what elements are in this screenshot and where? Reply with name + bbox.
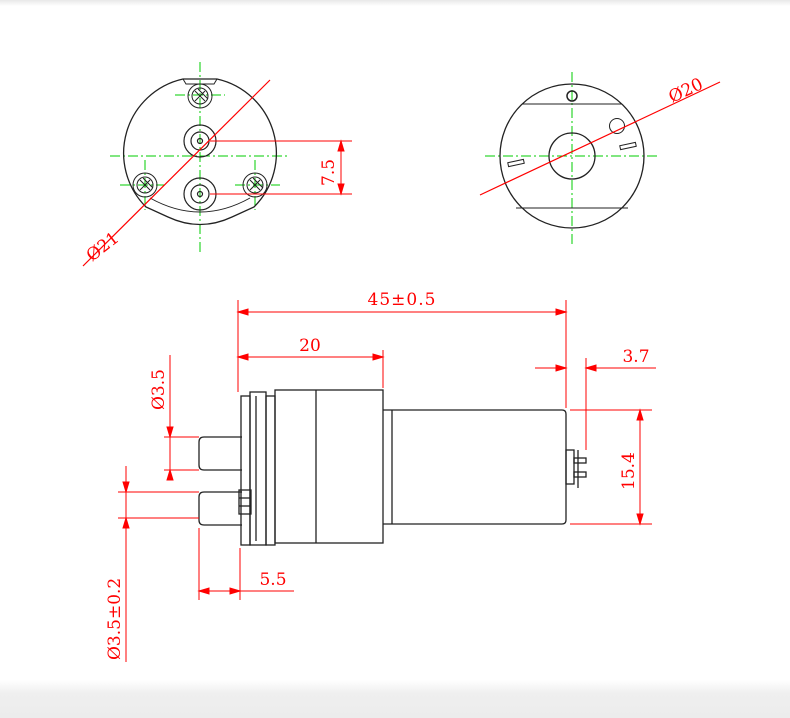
screw-head-side [238, 489, 252, 515]
pump-head-length-label: 20 [299, 336, 321, 356]
screw-icon [242, 172, 268, 198]
motor-terminals [565, 449, 587, 488]
rear-terminal-left [507, 158, 525, 168]
port-spacing-dimension [210, 139, 352, 196]
port-spacing-label: 7.5 [319, 159, 339, 186]
upper-nozzle [198, 436, 242, 471]
pump-plate-2 [265, 395, 276, 546]
pump-plate [249, 391, 267, 546]
rear-diameter-leader [479, 81, 721, 196]
side-view [198, 389, 587, 546]
port-diameter-label: Ø3.5 [149, 369, 169, 410]
lower-nozzle [198, 491, 242, 526]
motor-diameter-label: 15.4 [619, 452, 639, 490]
rear-view-mount-hole [609, 118, 625, 134]
screw-icon [132, 172, 158, 198]
side-view-dimensions [118, 300, 656, 662]
rear-view-shaft-boss [548, 132, 596, 180]
rear-view-centerlines [485, 72, 660, 246]
rear-view-housing [499, 83, 645, 229]
screw-icon [187, 83, 213, 109]
top-shadow-band [0, 0, 790, 6]
pump-head-body [274, 389, 384, 544]
rear-terminal-right [619, 141, 637, 151]
rear-diameter-label: Ø20 [666, 74, 707, 107]
bottom-shadow-band [0, 680, 790, 718]
motor-can [383, 409, 567, 525]
terminal-length-label: 3.7 [622, 347, 649, 367]
port-diameter-tolerance-label: Ø3.5±0.2 [105, 578, 125, 660]
front-view-inner-arc [149, 197, 251, 213]
front-view: Ø21 7.5 [82, 62, 352, 267]
front-view-housing [123, 78, 277, 226]
front-flange [240, 395, 251, 546]
front-diameter-leader [82, 79, 271, 267]
overall-length-label: 45±0.5 [368, 290, 437, 310]
rear-view-vent-hole [566, 90, 578, 102]
rear-view: Ø20 [479, 72, 721, 246]
port-length-label: 5.5 [259, 570, 286, 590]
